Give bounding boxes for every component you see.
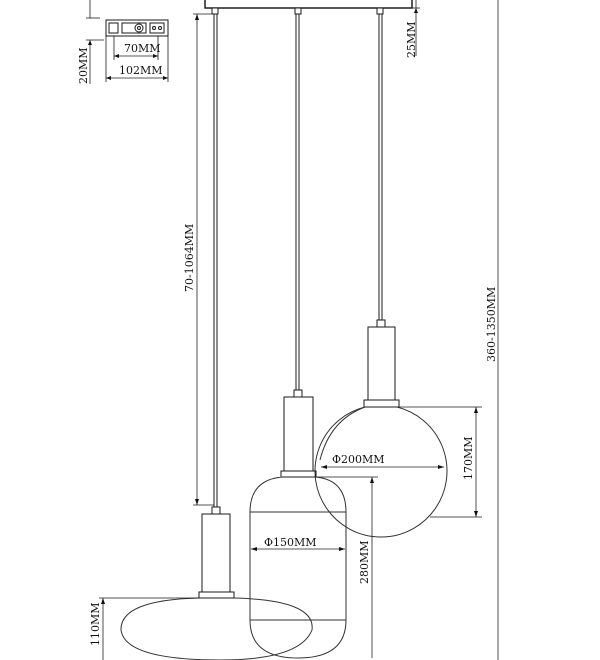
globe-pendant: [314, 319, 448, 538]
ceiling-canopy: [204, 0, 413, 15]
globe-diameter-dimension: [321, 465, 444, 469]
suspension-cables: [213, 14, 383, 508]
globe-height-label: 170MM: [462, 436, 475, 480]
cable-length-dimension: [193, 13, 214, 506]
mounting-bracket-detail: [86, 0, 169, 84]
globe-diameter-label: Φ200MM: [332, 453, 385, 466]
capsule-diameter-dimension: [251, 547, 345, 551]
mount-height-label: 20MM: [77, 47, 90, 84]
capsule-diameter-label: Φ150MM: [264, 536, 317, 549]
canopy-height-dimension: [412, 0, 420, 56]
globe-height-dimension: [398, 406, 482, 518]
capsule-pendant: [249, 389, 347, 659]
total-height-label: 360-1350MM: [485, 287, 498, 362]
mount-inner-width-label: 70MM: [124, 42, 161, 55]
capsule-height-label: 280MM: [358, 540, 371, 584]
canopy-height-label: 25MM: [405, 21, 418, 58]
mount-outer-width-label: 102MM: [119, 64, 163, 77]
disc-pendant: [120, 506, 313, 660]
disc-height-dimension: [99, 597, 200, 660]
cable-length-label: 70-1064MM: [183, 224, 196, 292]
total-height-dimension: [497, 0, 499, 660]
disc-height-label: 110MM: [89, 602, 102, 646]
capsule-height-dimension: [316, 476, 378, 658]
